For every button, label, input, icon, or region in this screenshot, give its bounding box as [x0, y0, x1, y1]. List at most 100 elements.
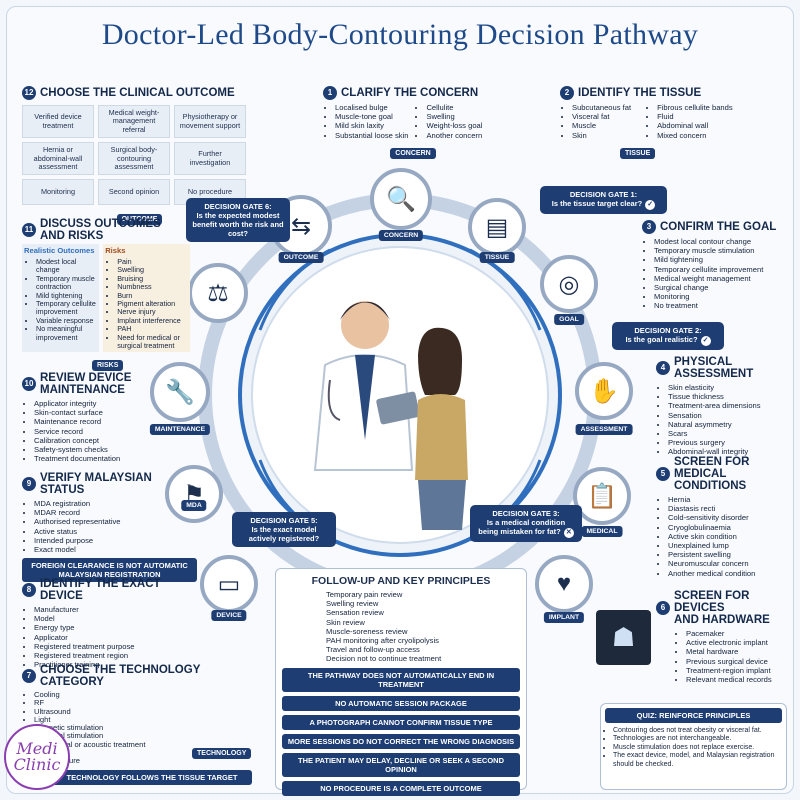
gate-title: DECISION GATE 2:	[634, 326, 702, 335]
list-item: Authorised representative	[34, 517, 197, 526]
logo-line-1: Medi	[16, 739, 58, 758]
list-item: Pain	[117, 257, 188, 266]
decision-gate-5: DECISION GATE 5:Is the exact model activ…	[232, 512, 336, 547]
cross-icon: ✕	[563, 528, 574, 538]
list-item: Metal hardware	[686, 647, 796, 656]
list-item: Skin review	[326, 617, 365, 627]
step-number: 4	[656, 361, 670, 375]
list-item: Unexplained lump	[668, 541, 796, 550]
outcome-cell: Further investigation	[174, 142, 246, 176]
step-number: 6	[656, 601, 670, 615]
principle-bar: MORE SESSIONS DO NOT CORRECT THE WRONG D…	[282, 733, 520, 749]
list-item: Mixed concern	[657, 131, 733, 140]
list-item: Registered treatment region	[34, 651, 182, 660]
list-item: PAH	[117, 324, 188, 333]
device-node: ▭	[200, 555, 258, 613]
follow-up-panel: FOLLOW-UP AND KEY PRINCIPLES Temporary p…	[275, 568, 527, 796]
realistic-heading: Realistic Outcomes	[24, 246, 95, 255]
gate-question: Is the goal realistic?	[625, 335, 698, 344]
list-item: Monitoring	[654, 292, 792, 301]
list-item: No meaningful improvement	[36, 325, 97, 342]
step-number: 1	[323, 86, 337, 100]
list-item: MDAR record	[34, 508, 197, 517]
list-item: Skin elasticity	[668, 383, 796, 392]
mda-node-label: MDA	[181, 500, 207, 511]
step-number: 8	[22, 583, 36, 597]
section-heading: SCREEN FOR DEVICES	[674, 590, 750, 614]
list-item: Electrical stimulation	[34, 732, 252, 741]
list-item: Temporary muscle contraction	[36, 274, 97, 292]
decision-gate-1: DECISION GATE 1:Is the tissue target cle…	[540, 186, 667, 214]
list-item: Swelling	[426, 112, 482, 121]
list-item: Visceral fat	[572, 112, 631, 121]
outcome-cell: Hernia or abdominal-wall assessment	[22, 142, 94, 176]
section-heading: IDENTIFY THE TISSUE	[578, 87, 702, 99]
logo-line-2: Clinic	[13, 755, 61, 774]
list-item: Localised bulge	[335, 103, 408, 112]
list-item: Cryoglobulinaemia	[668, 523, 796, 532]
tissue-tag: TISSUE	[620, 147, 656, 159]
concern-node-label: CONCERN	[378, 230, 424, 241]
risks-heading: Risks	[105, 246, 126, 255]
outcome-cell: Medical weight-management referral	[98, 105, 170, 139]
patient-illustration	[415, 327, 468, 530]
list-item: Burn	[117, 291, 188, 300]
list-item: Sensation review	[326, 608, 384, 618]
risks-node: ⚖	[188, 263, 248, 323]
list-item: Cellulite	[426, 103, 482, 112]
section-heading: SCREEN FOR	[674, 456, 750, 468]
concern-node: 🔍	[370, 168, 432, 230]
technology-rule-bar: TECHNOLOGY FOLLOWS THE TISSUE TARGET	[52, 769, 252, 785]
section-heading: AND HARDWARE	[674, 614, 770, 626]
follow-up-heading: FOLLOW-UP AND KEY PRINCIPLES	[311, 575, 491, 587]
list-item: Treatment documentation	[34, 454, 162, 463]
tissue-node: ▤	[468, 198, 526, 256]
list-item: Energy type	[34, 623, 182, 632]
outcome-cell: Physiotherapy or movement support	[174, 105, 246, 139]
list-item: Applicator	[34, 633, 182, 642]
list-item: Weight-loss goal	[426, 121, 482, 130]
step-number: 10	[22, 377, 36, 391]
list-item: Relevant medical records	[686, 675, 796, 684]
step-number: 2	[560, 86, 574, 100]
list-item: Travel and follow-up access	[326, 645, 420, 655]
list-item: Another concern	[426, 131, 482, 140]
section-heading: IDENTIFY THE EXACT DEVICE	[40, 578, 161, 602]
list-item: Modest local change	[36, 257, 97, 275]
list-item: Magnetic stimulation	[34, 723, 252, 732]
gate-title: DECISION GATE 1:	[569, 190, 638, 199]
list-item: Muscle-tone goal	[335, 112, 408, 121]
list-item: Temporary cellulite improvement	[654, 265, 792, 274]
implant-node: ♥	[535, 555, 593, 613]
list-item: Registered treatment purpose	[34, 642, 182, 651]
list-item: Variable response	[36, 316, 97, 325]
list-item: Previous surgery	[668, 438, 796, 447]
risks-tag: RISKS	[92, 360, 124, 372]
list-item: Another medical condition	[668, 569, 796, 578]
medical-node: 📋	[573, 467, 631, 525]
device-node-label: DEVICE	[211, 610, 247, 621]
list-item: Muscle stimulation does not replace exer…	[613, 744, 786, 752]
page-title: Doctor-Led Body-Contouring Decision Path…	[101, 18, 699, 51]
section-heading: PHYSICAL ASSESSMENT	[674, 356, 754, 380]
gate-question: Is the exact model actively registered?	[248, 525, 320, 543]
list-item: Bruising	[117, 274, 188, 283]
quiz-heading: QUIZ: REINFORCE PRINCIPLES	[605, 708, 782, 723]
list-item: Pigment alteration	[117, 299, 188, 308]
outcome-cell: Verified device treatment	[22, 105, 94, 139]
section-heading: CHOOSE THE CLINICAL OUTCOME	[40, 87, 235, 99]
section-heading: CLARIFY THE CONCERN	[341, 87, 479, 99]
list-item: Numbness	[117, 282, 188, 291]
list-item: Sensation	[668, 411, 796, 420]
list-item: Medical weight management	[654, 274, 792, 283]
section-heading: DISCUSS OUTCOMES	[40, 218, 161, 230]
gate-question: Is a medical condition being mistaken fo…	[478, 518, 566, 536]
quiz-panel: QUIZ: REINFORCE PRINCIPLES Contouring do…	[600, 703, 787, 790]
list-item: Mild tightening	[36, 291, 97, 300]
list-item: Ultrasound	[34, 707, 252, 716]
list-item: RF	[34, 698, 252, 707]
status-warning-bar: FOREIGN CLEARANCE IS NOT AUTOMATIC MALAY…	[22, 558, 197, 583]
